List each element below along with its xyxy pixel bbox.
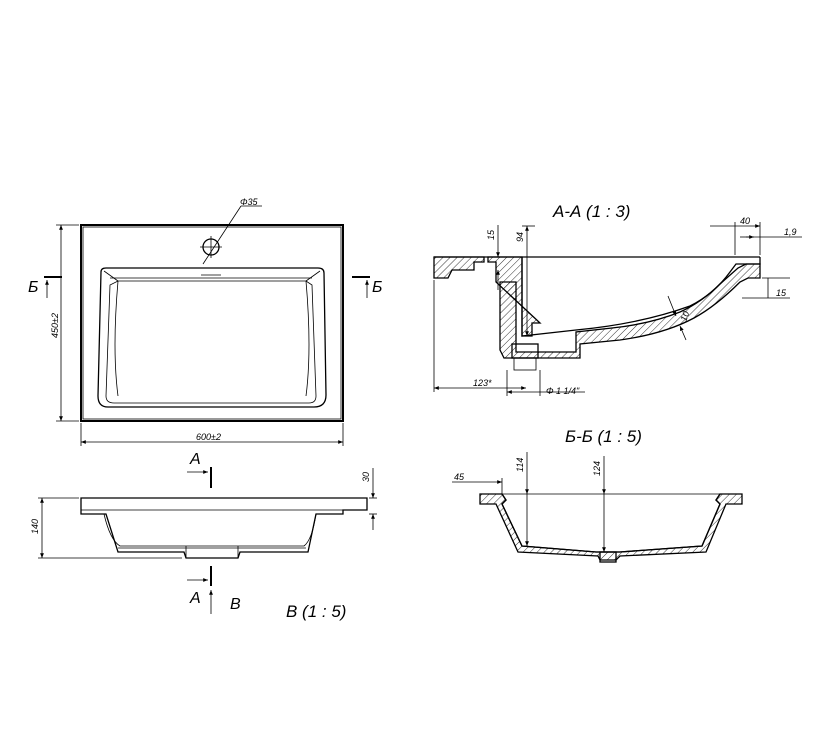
- hole-dim-label: Φ35: [240, 197, 259, 207]
- dim-45-label: 45: [454, 472, 465, 482]
- rim-dim-label: 30: [361, 472, 371, 482]
- section-aa: А-А (1 : 3) Φ 1 1/4" 123* 15 94 40: [433, 202, 802, 396]
- drain-dim-label: Φ 1 1/4": [546, 386, 580, 396]
- dim-124-label: 124: [592, 461, 602, 476]
- dim-1-9-label: 1,9: [784, 227, 797, 237]
- front-view: 140 30 А А В В (1 : 5): [30, 451, 377, 621]
- front-view-scale-title: В (1 : 5): [286, 602, 346, 621]
- top-view: Φ35 600±2 450±2 Б Б: [28, 197, 382, 446]
- section-mark-bottom: А: [189, 590, 201, 607]
- width-dim-label: 600±2: [196, 432, 221, 442]
- section-mark-right: Б: [372, 279, 382, 296]
- dim-94-label: 94: [515, 232, 525, 242]
- front-view-outline: [80, 497, 368, 559]
- section-bb: Б-Б (1 : 5) 45 114 124: [452, 427, 743, 563]
- top-view-outline: [80, 224, 344, 422]
- height-dim-label: 140: [30, 519, 40, 534]
- top-view-basin: [97, 267, 327, 408]
- dim-114-label: 114: [515, 458, 525, 472]
- depth-dim-label: 450±2: [50, 313, 60, 338]
- dim-15-top-label: 15: [486, 229, 496, 240]
- dim-10-label: 10: [678, 310, 691, 323]
- view-letter: В: [230, 596, 241, 613]
- section-mark-left: Б: [28, 279, 38, 296]
- dim-123-label: 123*: [473, 378, 492, 388]
- section-bb-title: Б-Б (1 : 5): [565, 427, 642, 446]
- dim-40-label: 40: [740, 216, 750, 226]
- section-mark-top: А: [189, 451, 201, 468]
- section-aa-title: А-А (1 : 3): [552, 202, 630, 221]
- dim-15-right-label: 15: [776, 288, 787, 298]
